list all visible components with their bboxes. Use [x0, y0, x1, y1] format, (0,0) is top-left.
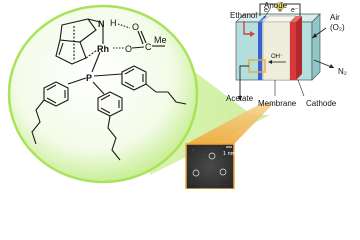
oxygen-label: (O₂): [330, 23, 345, 32]
micrograph-image: [185, 143, 235, 190]
cathode-plate: [290, 22, 296, 80]
acetate-co-bond-1: [137, 30, 144, 45]
bicycle-ring-top: [59, 18, 97, 43]
butyl-chain-left: [31, 99, 45, 145]
rh-p-bond: [91, 51, 101, 73]
lightbulb-base: [278, 9, 282, 12]
aryl-ring-middle-inner: [100, 94, 120, 114]
acetate-co-bond-3: [131, 46, 145, 49]
hydroxide-arrowhead: [268, 60, 272, 64]
acetate-arrow: [239, 65, 249, 96]
bicycle-ring-bottom: [55, 39, 87, 65]
hydrogen-bond: [117, 23, 131, 29]
atom-c-label: C: [145, 42, 152, 52]
bond-to-n: [87, 18, 101, 23]
aryl-ring-right-inner: [124, 68, 144, 88]
particle-circle-1: [208, 152, 216, 160]
cathode-label: Cathode: [306, 99, 337, 108]
particle-circle-2: [192, 169, 200, 177]
p-aryl-bond-2: [92, 81, 105, 95]
anode-leader-line: [263, 8, 271, 19]
acetate-co-bond-2: [140, 30, 147, 44]
membrane-label: Membrane: [258, 99, 297, 108]
electron-label-left: e⁻: [264, 7, 272, 14]
atom-o2-label: O: [125, 44, 132, 54]
molecule-circle: [7, 4, 199, 184]
diene-coordination: [85, 49, 98, 59]
atom-rh-label: Rh: [97, 44, 109, 54]
atom-n-label: N: [98, 19, 105, 29]
p-aryl-bond-3: [93, 73, 123, 77]
aryl-ring-left-inner: [46, 84, 66, 104]
hydroxide-label: OH⁻: [271, 54, 283, 60]
aryl-ring-middle: [97, 91, 123, 117]
nitrogen-label: N₂: [338, 67, 347, 76]
cathode-side: [296, 16, 302, 80]
molecule-structure: [31, 18, 187, 161]
nitrogen-arrowhead: [329, 64, 334, 68]
anode-label: Anode: [264, 1, 288, 10]
cathode-top: [290, 16, 302, 22]
atom-me-label: Me: [154, 35, 167, 45]
electron-label-right: e⁻: [291, 7, 299, 14]
air-arrowhead: [312, 33, 317, 38]
figure: N H O C Me Rh O P e⁻ e⁻ Ethanol Anode Ai…: [7, 1, 347, 190]
anode-top: [258, 16, 267, 22]
membrane-plate: [262, 21, 291, 81]
acetate-label: Acetate: [226, 94, 254, 103]
ethanol-label: Ethanol: [230, 11, 257, 20]
atom-o1-label: O: [132, 22, 139, 32]
p-aryl-bond-1: [67, 77, 87, 85]
particle-circle-3: [219, 168, 227, 176]
double-bond-1: [58, 42, 64, 56]
cell-side-face: [311, 13, 321, 81]
atom-h-label: H: [110, 18, 117, 28]
ethanol-arrow: [243, 21, 250, 35]
ethanol-arrowhead: [250, 31, 255, 37]
atom-p-label: P: [86, 73, 92, 83]
cathode-leader-line: [297, 79, 305, 97]
butyl-chain-right: [145, 83, 187, 105]
figure-canvas: N H O C Me Rh O P e⁻ e⁻ Ethanol Anode Ai…: [7, 1, 347, 190]
butyl-chain-middle: [107, 115, 121, 161]
acetate-arrowhead: [238, 96, 242, 101]
micrograph-noise: [189, 148, 230, 185]
scale-label: 1 nm: [223, 151, 236, 157]
air-label: Air: [330, 13, 340, 22]
zoom-cone-orange: [186, 103, 274, 144]
anode-plate: [258, 22, 262, 80]
